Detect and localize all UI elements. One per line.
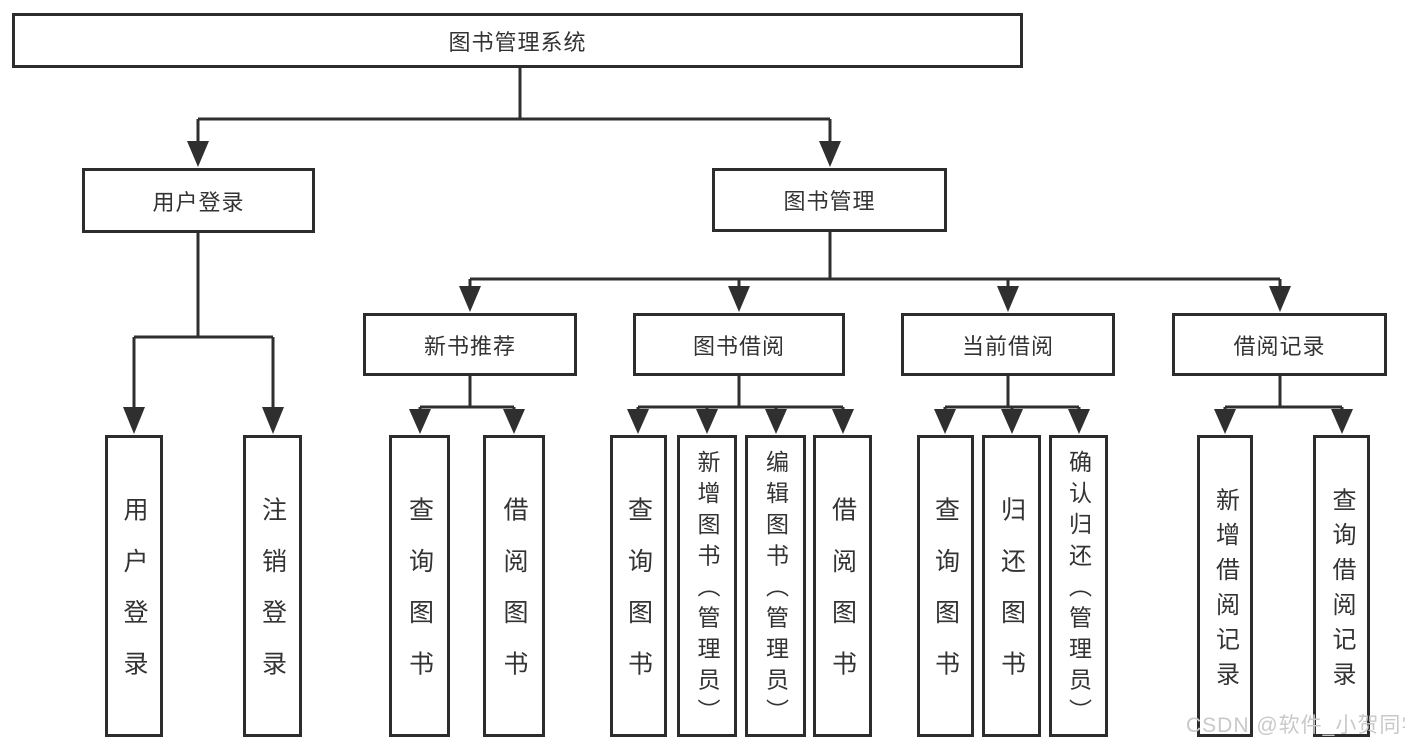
node-current-borrowing-label: 当前借阅 [961,333,1054,359]
leaf-bb-query-books: 查询图书 [610,435,667,737]
leaf-bb-edit-books-admin: 编辑图书（管理员） [745,435,806,737]
node-user-login-label: 用户登录 [152,189,245,215]
leaf-user-login: 用户登录 [105,435,163,737]
leaf-bb-borrow-books: 借阅图书 [813,435,872,737]
node-book-management: 图书管理 [712,168,947,232]
leaf-cb-confirm-return-admin-label: 确认归还（管理员） [1065,450,1092,730]
leaf-logout-label: 注销登录 [258,496,287,701]
node-book-borrowing: 图书借阅 [633,313,845,376]
leaf-cb-return-books-label: 归还图书 [997,496,1026,701]
node-book-borrowing-label: 图书借阅 [692,333,785,359]
node-user-login: 用户登录 [82,168,315,233]
leaf-nbr-query-books: 查询图书 [389,435,450,737]
leaf-nbr-borrow-books-label: 借阅图书 [500,496,528,701]
leaf-cb-query-books-label: 查询图书 [931,496,960,701]
node-book-management-label: 图书管理 [783,189,876,214]
leaf-nbr-borrow-books: 借阅图书 [483,435,545,737]
node-root-label: 图书管理系统 [448,29,587,55]
leaf-bb-add-books-admin: 新增图书（管理员） [677,435,737,737]
leaf-br-query-record: 查询借阅记录 [1313,435,1370,737]
leaf-cb-query-books: 查询图书 [917,435,974,737]
leaf-br-add-record: 新增借阅记录 [1197,435,1253,737]
leaf-br-query-record-label: 查询借阅记录 [1328,486,1355,696]
leaf-bb-borrow-books-label: 借阅图书 [828,496,857,701]
arrowheads [123,141,1353,434]
leaf-bb-query-books-label: 查询图书 [624,496,653,701]
leaf-bb-edit-books-admin-label: 编辑图书（管理员） [762,450,789,730]
node-root: 图书管理系统 [12,13,1023,68]
node-current-borrowing: 当前借阅 [901,313,1115,376]
node-new-book-recommend-label: 新书推荐 [423,333,516,359]
node-new-book-recommend: 新书推荐 [363,313,577,376]
leaf-br-add-record-label: 新增借阅记录 [1211,486,1239,696]
leaf-cb-confirm-return-admin: 确认归还（管理员） [1049,435,1108,737]
leaf-cb-return-books: 归还图书 [982,435,1041,737]
leaf-bb-add-books-admin-label: 新增图书（管理员） [694,450,720,730]
csdn-watermark: CSDN @软件_小贺同学 [1186,714,1405,737]
leaf-logout: 注销登录 [243,435,302,737]
leaf-nbr-query-books-label: 查询图书 [405,496,434,701]
leaf-user-login-label: 用户登录 [120,496,148,701]
node-borrowing-records: 借阅记录 [1172,313,1387,376]
node-borrowing-records-label: 借阅记录 [1233,333,1326,359]
